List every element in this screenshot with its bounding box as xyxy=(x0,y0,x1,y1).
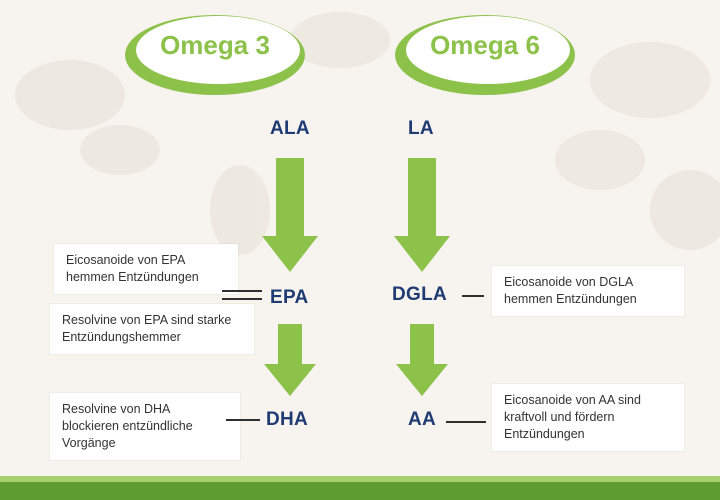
connector-dha xyxy=(226,419,260,421)
arrow-down-icon-ala-epa xyxy=(262,158,318,272)
connector-aa xyxy=(446,421,486,423)
connector-epa-eicosanoids xyxy=(222,290,262,292)
node-ala: ALA xyxy=(270,118,310,139)
arrow-down-icon-dgla-aa xyxy=(396,324,448,396)
node-epa: EPA xyxy=(270,287,309,308)
arrow-down-icon-la-dgla xyxy=(394,158,450,272)
note-dgla-eicosanoids: Eicosanoide von DGLA hemmen Entzündungen xyxy=(492,266,684,316)
node-dgla: DGLA xyxy=(392,284,448,305)
footer-stripe-light xyxy=(0,476,720,482)
node-aa: AA xyxy=(408,409,437,430)
connector-dgla xyxy=(462,295,484,297)
omega3-title-ring xyxy=(125,15,305,95)
note-aa-eicosanoids: Eicosanoide von AA sind kraftvoll und fö… xyxy=(492,384,684,451)
arrow-down-icon-epa-dha xyxy=(264,324,316,396)
omega3-title: Omega 3 xyxy=(160,29,270,60)
note-epa-resolvins: Resolvine von EPA sind starke Entzündung… xyxy=(50,304,254,354)
connector-epa-resolvins xyxy=(222,298,262,300)
footer-stripe-dark xyxy=(0,482,720,500)
omega6-title-ring xyxy=(395,15,575,95)
note-epa-eicosanoids: Eicosanoide von EPA hemmen Entzündungen xyxy=(54,244,238,294)
omega6-title: Omega 6 xyxy=(430,29,540,60)
note-dha-resolvins: Resolvine von DHA blockieren entzündlich… xyxy=(50,393,240,460)
node-la: LA xyxy=(408,118,434,139)
node-dha: DHA xyxy=(266,409,309,430)
